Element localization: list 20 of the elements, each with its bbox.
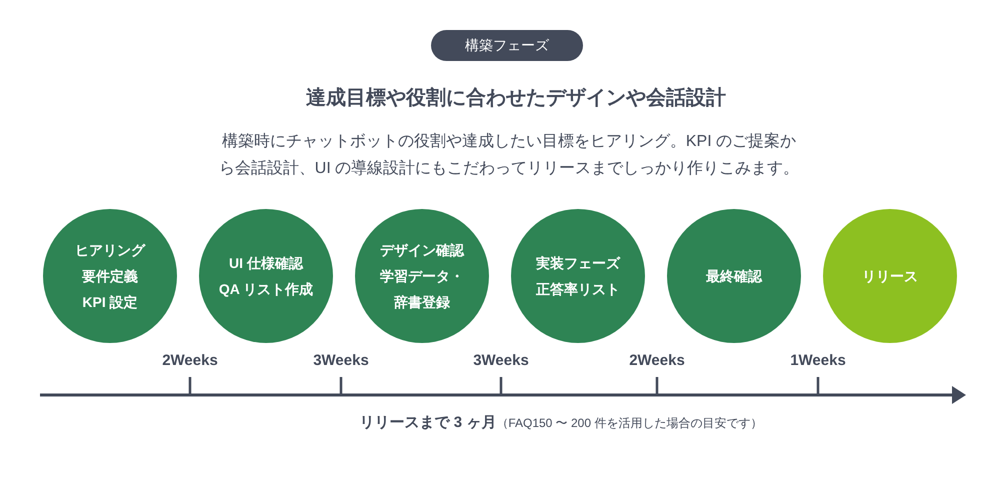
step-label: 学習データ・辞書登録 (379, 267, 465, 312)
step-circle: 最終確認 (667, 209, 801, 343)
step-label: QA リスト作成 (218, 280, 314, 299)
section-heading: 達成目標や役割に合わせたデザインや会話設計 (306, 86, 726, 110)
timeline-note: リリースまで 3 ヶ月（FAQ150 〜 200 件を活用した場合の目安です） (360, 413, 762, 433)
description-text: 構築時にチャットボットの役割や達成したい目標をヒアリング。KPI のご提案から会話設計、UI の導線設計にもこだわってリリースまでしっかり作りこみます。 (218, 131, 800, 179)
step-label: 要件定義 (82, 267, 138, 286)
step-label: UI 仕様確認 (229, 254, 303, 273)
duration-label: 2Weeks (162, 352, 218, 370)
duration-label: 3Weeks (313, 352, 369, 370)
step-label: 正答率リスト (536, 280, 620, 299)
duration-label: 1Weeks (790, 352, 846, 370)
step-label: ヒアリング (75, 241, 145, 260)
duration-label: 2Weeks (629, 352, 685, 370)
phase-badge: 構築フェーズ (431, 30, 583, 61)
duration-label: 3Weeks (473, 352, 529, 370)
step-label: 実装フェーズ (536, 254, 620, 273)
step-circle: リリース (823, 209, 957, 343)
step-label: デザイン確認 (380, 241, 464, 260)
step-label: KPI 設定 (82, 293, 138, 312)
